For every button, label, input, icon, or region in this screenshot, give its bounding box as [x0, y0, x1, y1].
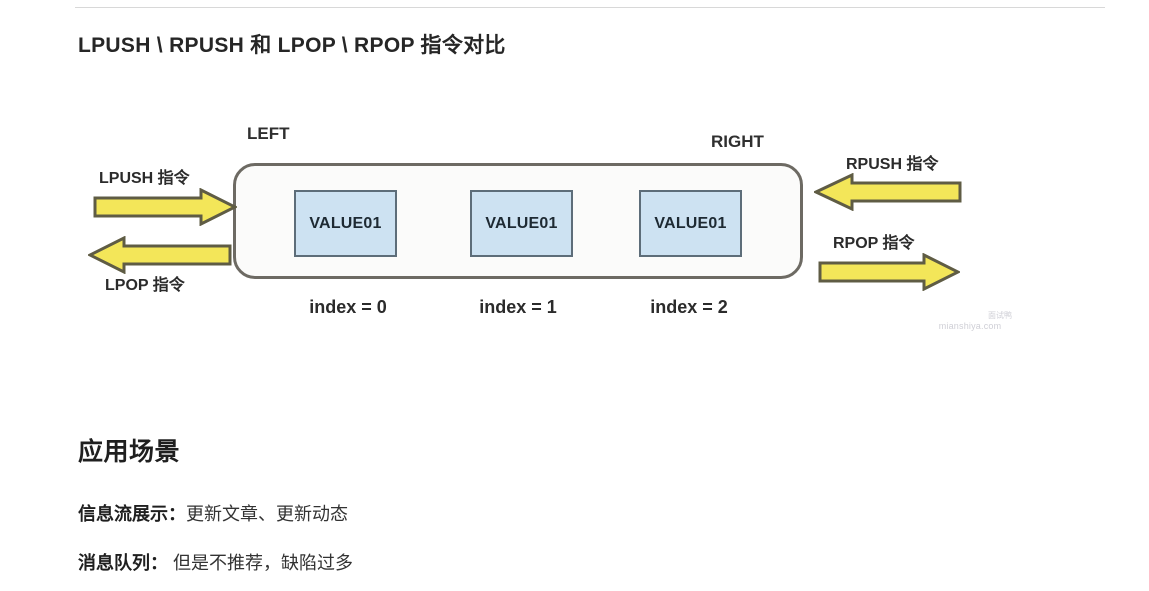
- content-item-1-lead: 消息队列：: [78, 553, 168, 573]
- list-structure-diagram: LEFT RIGHT VALUE01 VALUE01 VALUE01 index…: [88, 124, 1012, 332]
- rpush-label: RPUSH 指令: [846, 156, 939, 173]
- watermark-url: mianshiya.com: [938, 321, 1002, 331]
- value-cell-0: VALUE01: [294, 190, 397, 257]
- left-end-label: LEFT: [247, 124, 290, 143]
- index-label-1: index = 1: [479, 297, 557, 317]
- rpop-label: RPOP 指令: [833, 235, 915, 252]
- lpush-label: LPUSH 指令: [99, 170, 190, 187]
- value-cell-1: VALUE01: [470, 190, 573, 257]
- index-label-0: index = 0: [309, 297, 387, 317]
- content-item-0-lead: 信息流展示：: [78, 504, 186, 524]
- lpop-arrow-icon: [88, 236, 232, 274]
- value-cell-1-text: VALUE01: [485, 214, 558, 232]
- lpush-arrow-icon: [93, 188, 237, 226]
- rpop-arrow-icon: [818, 253, 960, 291]
- value-cell-2-text: VALUE01: [654, 214, 727, 232]
- content-item-0: 信息流展示：更新文章、更新动态: [78, 500, 348, 526]
- content-item-1: 消息队列： 但是不推荐，缺陷过多: [78, 549, 353, 575]
- section-heading: 应用场景: [78, 438, 181, 466]
- top-divider: [75, 7, 1105, 8]
- lpop-label: LPOP 指令: [105, 277, 185, 294]
- content-item-0-rest: 更新文章、更新动态: [186, 504, 348, 524]
- watermark-cn: 面试鸭: [988, 311, 1012, 320]
- rpush-arrow-icon: [814, 173, 962, 211]
- value-cell-0-text: VALUE01: [309, 214, 382, 232]
- value-cell-2: VALUE01: [639, 190, 742, 257]
- page-title: LPUSH \ RPUSH 和 LPOP \ RPOP 指令对比: [78, 34, 506, 57]
- content-item-1-rest: 但是不推荐，缺陷过多: [168, 553, 353, 573]
- watermark: 面试鸭 mianshiya.com: [928, 311, 1012, 332]
- right-end-label: RIGHT: [711, 132, 764, 151]
- index-label-2: index = 2: [650, 297, 728, 317]
